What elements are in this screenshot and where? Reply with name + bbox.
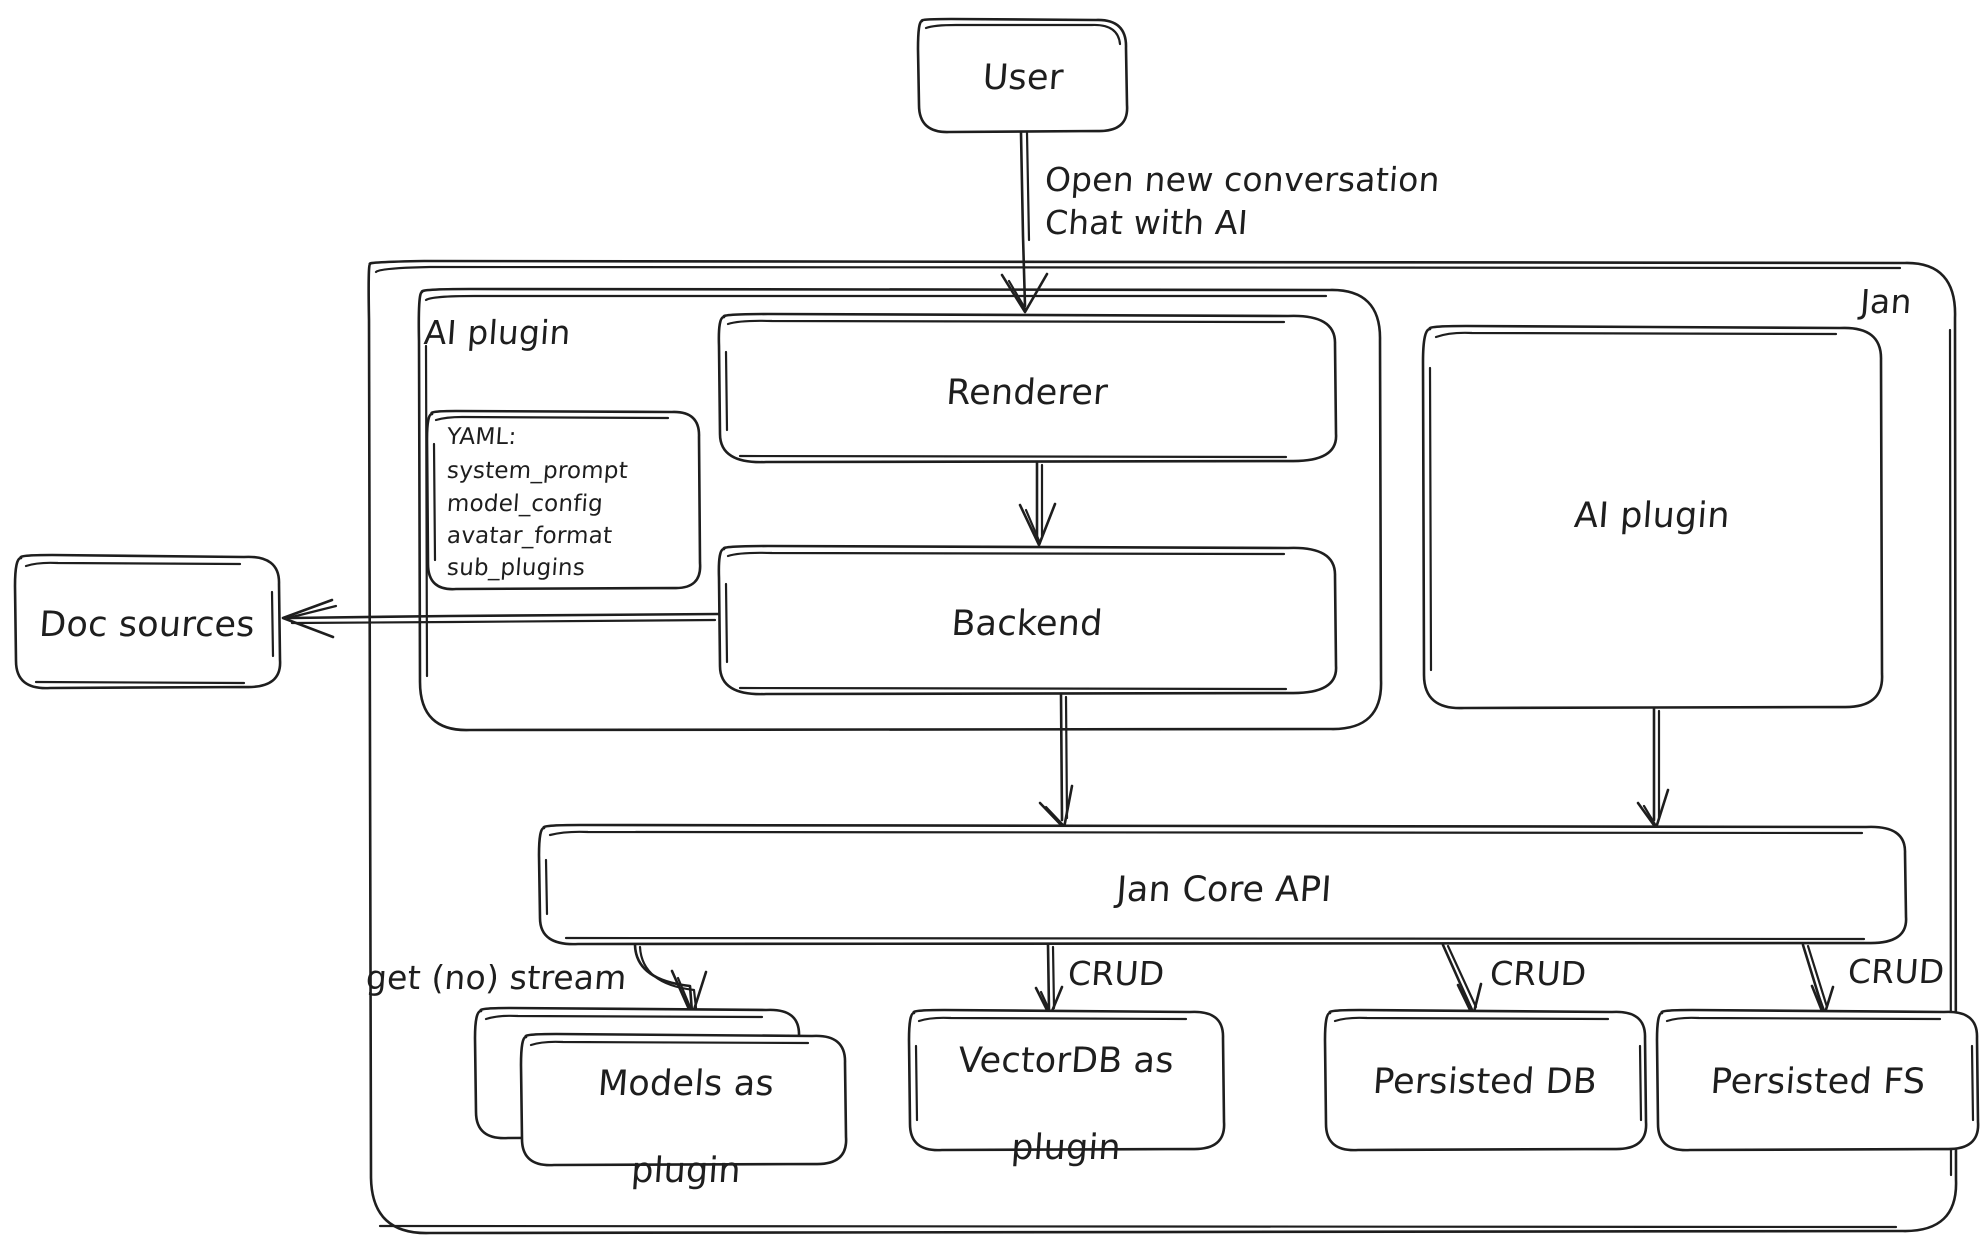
yaml-line-3: avatar_format (446, 523, 614, 550)
node-renderer-shape (717, 312, 1338, 464)
node-label-persisted-db[interactable]: Persisted DB (1371, 1062, 1599, 1102)
yaml-line-1: system_prompt (446, 458, 629, 485)
node-doc-sources-shape (13, 553, 282, 690)
container-jan (367, 259, 1958, 1235)
node-label-doc-sources[interactable]: Doc sources (37, 605, 257, 645)
edge-core-api-to-persisted-fs (1801, 943, 1835, 1018)
edge-core-api-to-persisted-db (1441, 943, 1483, 1018)
edge-ai-plugin-to-core-api (1636, 707, 1670, 830)
node-label-persisted-fs[interactable]: Persisted FS (1709, 1062, 1927, 1102)
edge-label-line-1: Open new conversation (1043, 160, 1442, 199)
yaml-line-0: YAML: (446, 424, 518, 450)
edge-label-get-no-stream: get (no) stream (364, 958, 629, 997)
node-label-vectordb-as-plugin[interactable]: VectorDB as plugin (957, 1040, 1282, 1168)
node-label-renderer[interactable]: Renderer (944, 373, 1110, 413)
node-user-shape (916, 17, 1129, 134)
node-persisted-db-shape (1323, 1008, 1648, 1152)
edge-label-line-2: Chat with AI (1043, 203, 1250, 243)
models-label-line-1: Models as (596, 1064, 776, 1104)
node-label-models-as-plugin[interactable]: Models as plugin (597, 1063, 862, 1191)
node-backend-shape (717, 544, 1338, 696)
vectordb-label-line-1: VectorDB as (956, 1041, 1176, 1081)
models-label-line-2: plugin (629, 1150, 743, 1191)
edge-core-api-to-vectordb (1034, 943, 1064, 1018)
node-label-ai-plugin[interactable]: AI plugin (1572, 496, 1732, 536)
card-yaml-text: YAML: system_prompt model_config avatar_… (446, 422, 629, 581)
edge-renderer-to-backend (1018, 461, 1057, 547)
edge-core-api-to-models (633, 943, 708, 1018)
container-label-jan: Jan (1858, 282, 1914, 321)
node-vectordb-as-plugin-shape (907, 1008, 1226, 1152)
vectordb-label-line-2: plugin (1009, 1127, 1123, 1168)
container-label-ai-plugin-group: AI plugin (422, 313, 573, 352)
yaml-line-4: sub_plugins (446, 555, 586, 582)
card-yaml-shape (425, 409, 702, 591)
edge-label-crud-persisted-fs: CRUD (1846, 952, 1946, 991)
node-ai-plugin-shape (1421, 324, 1884, 710)
edge-label-crud-persisted-db: CRUD (1488, 954, 1588, 993)
edge-label-crud-vectordb: CRUD (1066, 954, 1166, 993)
edge-backend-to-core-api (1038, 693, 1074, 830)
yaml-line-2: model_config (446, 490, 604, 517)
edge-label-open-new-conversation: Open new conversation Chat with AI (1043, 160, 1442, 243)
node-jan-core-api-shape (537, 823, 1908, 946)
edge-backend-to-doc-sources (281, 598, 721, 639)
node-label-user[interactable]: User (981, 58, 1065, 98)
node-label-jan-core-api[interactable]: Jan Core API (1115, 870, 1333, 910)
node-persisted-fs-shape (1655, 1008, 1980, 1152)
node-models-as-plugin-shape (473, 1006, 848, 1167)
edge-user-to-renderer (1000, 131, 1049, 314)
node-label-backend[interactable]: Backend (950, 604, 1104, 644)
